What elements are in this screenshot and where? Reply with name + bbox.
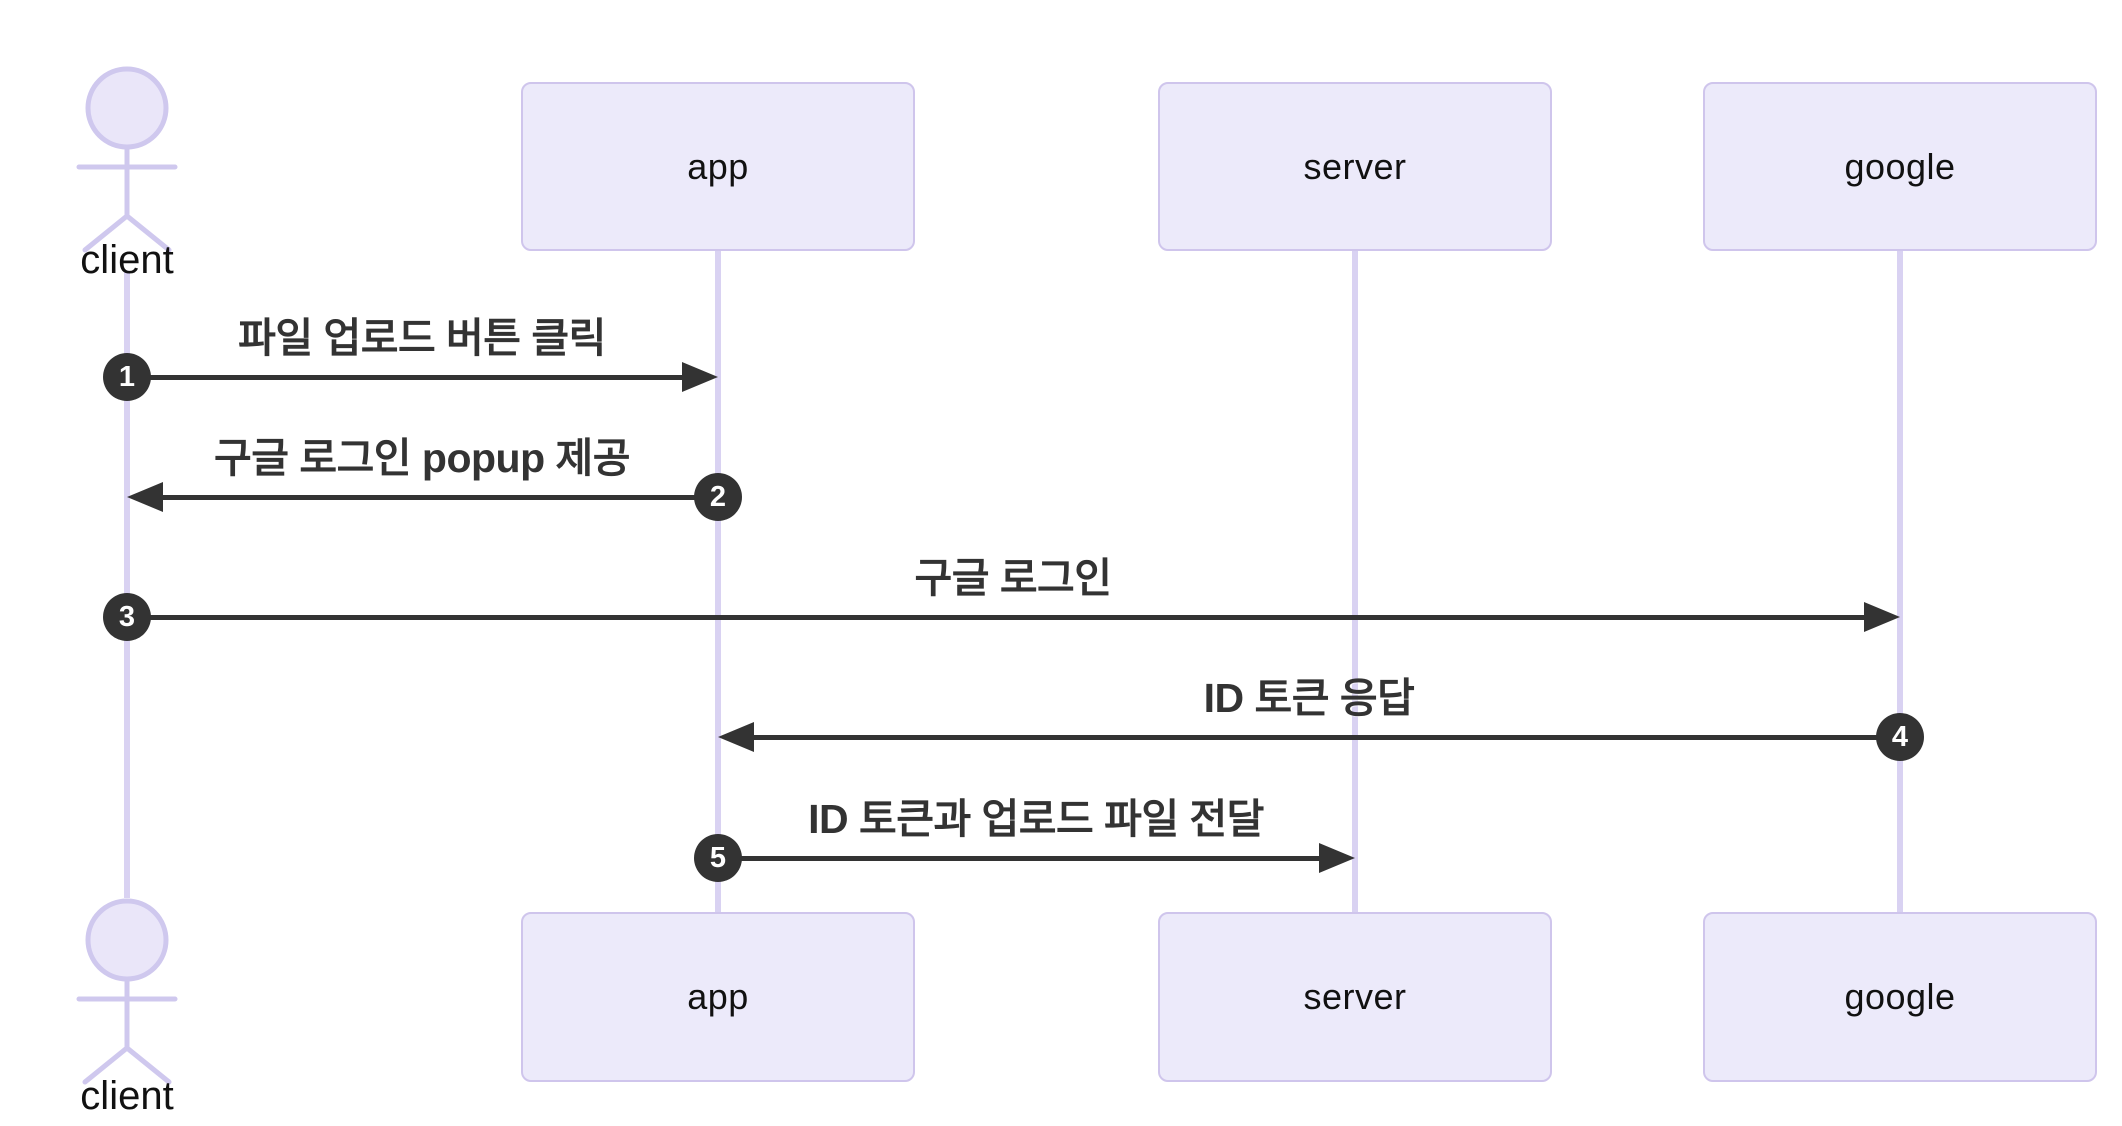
message-3-number: 3 — [103, 593, 151, 641]
person-icon — [76, 66, 178, 253]
participant-box-server-bottom: server — [1158, 912, 1552, 1082]
arrowhead-right-icon — [1864, 602, 1900, 632]
participant-label-google: google — [1844, 976, 1956, 1017]
participant-box-app-bottom: app — [521, 912, 915, 1082]
message-1-label: 파일 업로드 버튼 클릭 — [238, 315, 606, 361]
message-5-line — [718, 856, 1323, 861]
participant-box-google-top: google — [1703, 82, 2097, 251]
participant-label-server: server — [1303, 145, 1407, 187]
lifeline-client — [124, 272, 130, 898]
message-1-line — [127, 375, 686, 380]
lifeline-google — [1897, 251, 1903, 912]
message-4-line — [750, 735, 1900, 740]
actor-label-client-top: client — [80, 238, 174, 282]
message-4-label: ID 토큰 응답 — [1203, 675, 1415, 721]
person-icon — [76, 898, 178, 1085]
participant-box-server-top: server — [1158, 82, 1552, 251]
lifeline-server — [1352, 251, 1358, 912]
message-5-number: 5 — [694, 834, 742, 882]
participant-label-app: app — [687, 976, 749, 1017]
arrowhead-right-icon — [1319, 843, 1355, 873]
message-2-number: 2 — [694, 473, 742, 521]
message-3-line — [127, 615, 1868, 620]
participant-label-google: google — [1844, 145, 1956, 187]
participant-box-app-top: app — [521, 82, 915, 251]
message-3-label: 구글 로그인 — [914, 555, 1113, 601]
arrowhead-left-icon — [127, 482, 163, 512]
message-4-number: 4 — [1876, 713, 1924, 761]
message-2-label: 구글 로그인 popup 제공 — [214, 435, 630, 481]
lifeline-app — [715, 251, 721, 912]
participant-box-google-bottom: google — [1703, 912, 2097, 1082]
message-5-label: ID 토큰과 업로드 파일 전달 — [808, 796, 1264, 842]
actor-label-client-bottom: client — [80, 1074, 174, 1118]
participant-label-server: server — [1303, 976, 1407, 1017]
message-2-line — [159, 495, 718, 500]
arrowhead-left-icon — [718, 722, 754, 752]
participant-label-app: app — [687, 145, 749, 187]
arrowhead-right-icon — [682, 362, 718, 392]
message-1-number: 1 — [103, 353, 151, 401]
